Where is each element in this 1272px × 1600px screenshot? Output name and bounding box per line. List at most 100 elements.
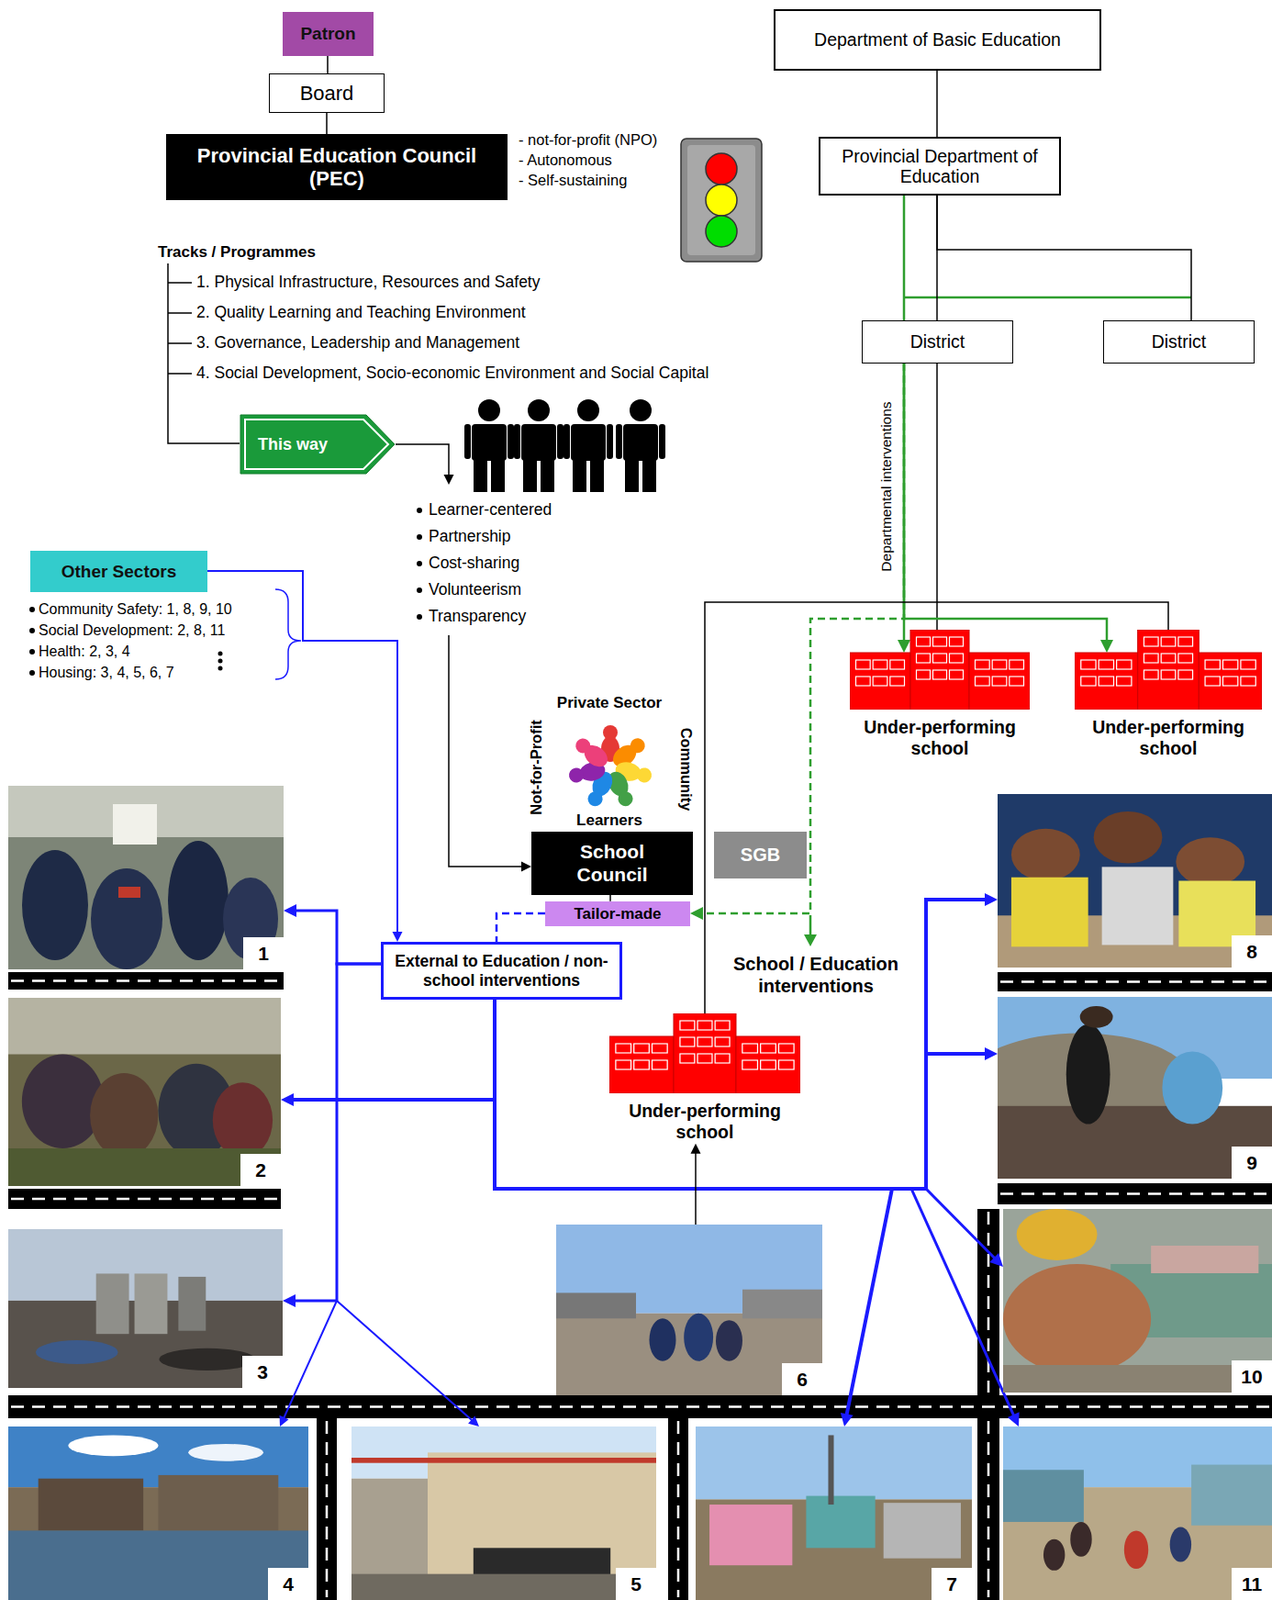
window — [1098, 659, 1114, 670]
connector — [336, 963, 480, 1427]
logo-head — [585, 789, 605, 809]
text-label: Housing: 3, 4, 5, 6, 7 — [38, 663, 175, 681]
window — [916, 669, 931, 680]
photo-shape — [1102, 866, 1174, 945]
node-label: Provincial Education Council (PEC) — [180, 144, 493, 191]
logo-figure — [571, 734, 613, 772]
arrow-head — [840, 1412, 854, 1427]
connector-line — [494, 999, 893, 1418]
window — [1205, 676, 1220, 686]
person-icon — [563, 399, 614, 492]
direction-sign: This way — [239, 413, 396, 475]
connector-line — [494, 999, 989, 1189]
bullet-dot — [29, 606, 35, 613]
building-block — [1138, 629, 1200, 710]
node-label: Patron — [300, 23, 356, 45]
text-label: Private Sector — [535, 693, 683, 713]
text-label: School / Education interventions — [714, 952, 917, 997]
photo-shape — [997, 793, 1272, 968]
window — [1143, 669, 1159, 680]
connector-line — [609, 894, 612, 902]
arrow-head — [691, 1143, 702, 1154]
org-box: External to Education / non-school inter… — [380, 941, 623, 1000]
red-lamp — [705, 153, 737, 185]
building-block — [673, 1013, 737, 1094]
connector — [494, 999, 998, 1189]
connector-line — [290, 999, 495, 1100]
text-label: Learner-centered — [428, 500, 552, 520]
window — [992, 659, 1007, 670]
window — [714, 1020, 730, 1030]
photo-shape — [112, 803, 157, 845]
window — [760, 1043, 777, 1053]
text-label: 2. Quality Learning and Teaching Environ… — [196, 302, 526, 323]
photo-shape — [89, 1072, 158, 1158]
photo-shape — [167, 840, 229, 960]
ellipsis-dot — [218, 666, 224, 671]
photo-shape — [1161, 1050, 1223, 1124]
logo-head — [572, 735, 593, 756]
connector-line — [326, 55, 329, 74]
callout-number: 7 — [931, 1567, 972, 1600]
window — [949, 669, 964, 680]
photo-shape — [556, 1313, 823, 1395]
connector-line — [936, 363, 938, 630]
window — [933, 653, 948, 663]
photo-shape — [1003, 1263, 1151, 1374]
node-label: Other Sectors — [61, 561, 178, 582]
photo-shape — [1170, 1527, 1192, 1563]
photo-shape — [742, 1289, 823, 1319]
node-label: Board — [300, 81, 355, 105]
photo-panel: 7 — [695, 1426, 972, 1600]
org-box: Department of Basic Education — [773, 9, 1102, 71]
org-box: District — [861, 320, 1014, 364]
bullet-dot — [416, 507, 423, 514]
photo-scene — [351, 1426, 657, 1600]
window — [916, 653, 931, 663]
rotated-label: Community — [676, 727, 695, 812]
photo-shape — [1150, 1245, 1259, 1273]
window — [714, 1037, 730, 1047]
window — [1143, 653, 1159, 663]
school-icon — [849, 629, 1030, 710]
connector-line — [336, 963, 474, 1422]
window — [1240, 659, 1256, 670]
photo-shape — [1043, 1539, 1065, 1571]
node-label: Tailor-made — [573, 904, 661, 924]
bullet-dot — [416, 613, 423, 620]
window — [933, 669, 948, 680]
window — [615, 1060, 632, 1070]
arrow-head — [468, 1416, 480, 1427]
org-box: Board — [268, 73, 385, 113]
photo-shape — [1191, 1464, 1272, 1526]
node-label: This way — [257, 435, 328, 455]
photo-scene — [8, 1426, 309, 1600]
connector-line — [282, 963, 381, 1420]
callout-number: 10 — [1231, 1360, 1272, 1393]
window — [778, 1060, 794, 1070]
org-box: District — [1103, 320, 1255, 364]
arrow-head — [444, 474, 455, 485]
text-label: Transparency — [428, 606, 526, 626]
window — [975, 676, 991, 686]
rotated-label: Not-for-Profit — [527, 719, 547, 815]
photo-shape — [827, 1434, 834, 1505]
text-label: - not-for-profit (NPO) — [518, 131, 658, 150]
text-label: - Autonomous — [518, 151, 613, 170]
node-label: District — [1151, 331, 1207, 352]
photo-panel: 4 — [8, 1426, 309, 1600]
window — [1178, 636, 1194, 647]
green-lamp — [705, 215, 737, 247]
text-label: Tracks / Programmes — [157, 243, 316, 262]
building-block — [969, 652, 1030, 710]
photo-shape — [188, 1443, 264, 1462]
window — [1116, 676, 1132, 686]
logo-head — [626, 735, 648, 756]
text-label: Community Safety: 1, 8, 9, 10 — [38, 600, 233, 618]
photo-panel: 3 — [8, 1228, 283, 1388]
arrow-head — [283, 903, 297, 917]
window — [949, 636, 964, 647]
window — [697, 1053, 713, 1063]
bullet-dot — [29, 669, 35, 676]
person-icon — [615, 399, 666, 492]
